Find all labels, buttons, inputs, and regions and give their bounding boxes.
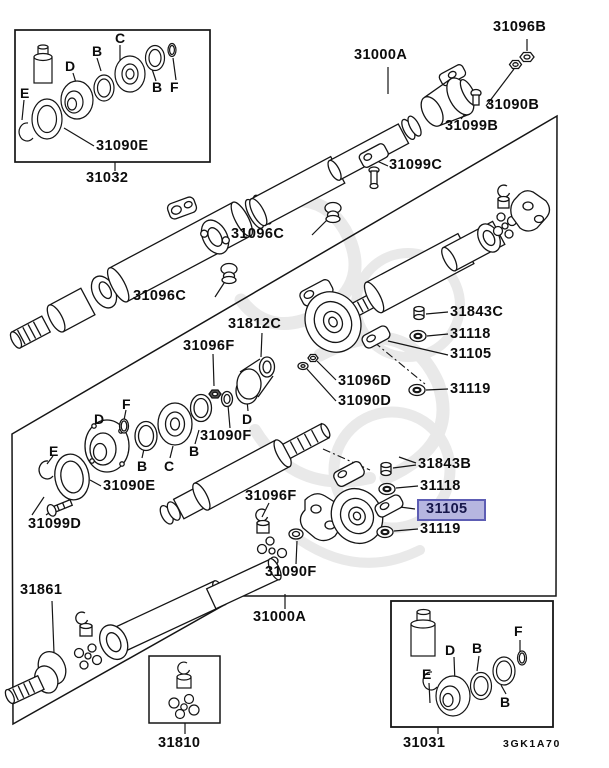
- bracket-31099C: [358, 143, 389, 190]
- inset-31810-parts: [168, 661, 200, 720]
- part-label-31812C[interactable]: 31812C: [228, 316, 282, 332]
- inset-31032-parts: [18, 42, 177, 142]
- bottom-shaft-drawing: [4, 557, 282, 705]
- damper-31096C-2: [220, 262, 238, 285]
- nut-31090B: [508, 59, 523, 70]
- center-bearing-upper: [304, 291, 362, 353]
- letter-b1-lower: B: [137, 458, 148, 474]
- part-label-31090B[interactable]: 31090B: [486, 97, 540, 113]
- letter-c-lower: C: [164, 458, 175, 474]
- letter-e-inset3: E: [422, 666, 432, 682]
- washer-31090F-2: [288, 528, 304, 540]
- nut-31096F-1: [208, 389, 222, 399]
- letter-f-inset1: F: [170, 79, 179, 95]
- letter-b2-inset3: B: [500, 694, 511, 710]
- bolt-31099B: [470, 88, 482, 106]
- part-label-31090E-2[interactable]: 31090E: [103, 478, 156, 494]
- part-label-31096D[interactable]: 31096D: [338, 373, 392, 389]
- letter-e-inset1: E: [20, 85, 30, 101]
- washer-31090D: [297, 361, 309, 371]
- part-label-31090F-2[interactable]: 31090F: [265, 564, 317, 580]
- cv-inner-c-lower: [157, 402, 193, 446]
- part-label-31096C-2[interactable]: 31096C: [133, 288, 187, 304]
- u-joint-kit-bottom: [73, 611, 103, 670]
- letter-e-lower: E: [49, 443, 59, 459]
- part-label-31119-2[interactable]: 31119: [420, 521, 461, 537]
- part-label-31032[interactable]: 31032: [86, 170, 129, 186]
- letter-d-bearing: D: [242, 411, 253, 427]
- boot-31812C: [236, 356, 276, 400]
- letter-c-inset1: C: [115, 30, 126, 46]
- part-label-31096F-1[interactable]: 31096F: [183, 338, 235, 354]
- center-bearing-lower: [330, 487, 384, 545]
- letter-b2-lower: B: [189, 443, 200, 459]
- dash-dot-leaders: [322, 341, 426, 471]
- fastener-31843C: [413, 305, 425, 321]
- part-label-31096F-2[interactable]: 31096F: [245, 488, 297, 504]
- grease-bottle-inset3: [410, 608, 436, 657]
- part-label-31099D[interactable]: 31099D: [28, 516, 82, 532]
- part-label-31099C[interactable]: 31099C: [389, 157, 443, 173]
- part-label-31861[interactable]: 31861: [20, 582, 63, 598]
- fastener-31843B: [380, 461, 392, 477]
- letter-d-lower: D: [94, 411, 105, 427]
- washer-31118-1: [409, 329, 427, 343]
- letter-d-inset3: D: [445, 642, 456, 658]
- washer-31119-1: [408, 383, 426, 397]
- front-prop-shaft-drawing: [9, 51, 535, 349]
- part-label-31118-2[interactable]: 31118: [420, 478, 461, 494]
- part-label-31105-2[interactable]: 31105: [417, 499, 486, 522]
- u-joint-rear: [492, 184, 518, 239]
- part-label-31000A-top[interactable]: 31000A: [354, 47, 408, 63]
- rear-prop-shaft-drawing: [297, 184, 551, 397]
- letter-f-lower: F: [122, 396, 131, 412]
- nut-31096B: [519, 51, 535, 63]
- flange-yoke-rear: [510, 190, 551, 232]
- letter-b1-inset1: B: [92, 43, 103, 59]
- washer-31118-2: [378, 482, 396, 496]
- part-label-31090D[interactable]: 31090D: [338, 393, 392, 409]
- part-label-31810[interactable]: 31810: [158, 735, 201, 751]
- cv-hub-d-lower: [84, 419, 130, 473]
- nut-31096D: [307, 353, 319, 363]
- part-label-31096B[interactable]: 31096B: [493, 19, 547, 35]
- part-label-31105-1[interactable]: 31105: [450, 346, 492, 362]
- letter-b1-inset3: B: [472, 640, 483, 656]
- inset-31031-parts: [410, 608, 528, 717]
- lower-assembly-drawing: [38, 356, 404, 566]
- part-label-31843C[interactable]: 31843C: [450, 304, 504, 320]
- part-label-31000A-bottom[interactable]: 31000A: [253, 609, 307, 625]
- grease-bottle-inset1: [33, 44, 53, 84]
- bearing-bracket-lower: [333, 461, 365, 487]
- damper-31096C-1: [324, 201, 342, 224]
- hanger-plate-31105-lower: [374, 494, 404, 518]
- bolt-31099D: [46, 498, 74, 517]
- part-label-31096C-1[interactable]: 31096C: [231, 226, 285, 242]
- letter-b2-inset1: B: [152, 79, 163, 95]
- hanger-plate-31105-upper: [361, 325, 391, 349]
- letter-f-inset3: F: [514, 623, 523, 639]
- slip-yoke-31861: [4, 650, 67, 705]
- part-label-31119-1[interactable]: 31119: [450, 381, 491, 397]
- part-label-31031[interactable]: 31031: [403, 735, 446, 751]
- clip-e-lower: [38, 460, 54, 480]
- washer-31119-2: [376, 525, 394, 539]
- part-label-31090E-inset[interactable]: 31090E: [96, 138, 149, 154]
- part-label-31843B[interactable]: 31843B: [418, 456, 472, 472]
- letter-d-inset1: D: [65, 58, 76, 74]
- part-label-31090F-1[interactable]: 31090F: [200, 428, 252, 444]
- part-label-31099B[interactable]: 31099B: [445, 118, 499, 134]
- part-label-31118-1[interactable]: 31118: [450, 326, 491, 342]
- drawing-code: 3GK1A70: [503, 738, 561, 750]
